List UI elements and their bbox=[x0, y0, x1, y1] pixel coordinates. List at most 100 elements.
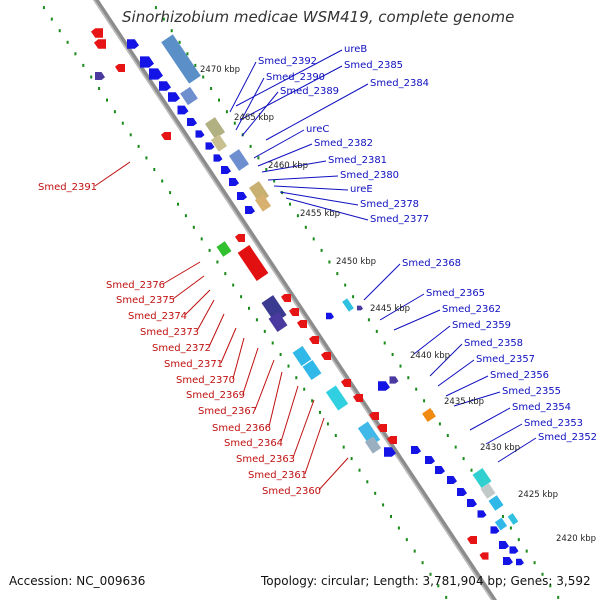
gene-block-cyan bbox=[292, 346, 312, 366]
leader-line-right bbox=[273, 185, 349, 191]
leader-line-right bbox=[253, 129, 305, 159]
inner-dotted-guide bbox=[42, 6, 448, 599]
label-leader-lines bbox=[94, 49, 537, 491]
gene-block-gray bbox=[480, 483, 496, 499]
kbp-tick-label: 2450 kbp bbox=[336, 257, 376, 267]
guide-dot bbox=[208, 248, 211, 252]
guide-dot bbox=[225, 110, 228, 114]
reverse-gene-arrow bbox=[161, 132, 171, 140]
guide-dot bbox=[397, 526, 400, 530]
forward-gene-arrow bbox=[384, 447, 396, 457]
gene-label-left: Smed_2374 bbox=[128, 311, 187, 322]
guide-dot bbox=[352, 295, 355, 299]
gene-block-blue bbox=[180, 86, 198, 106]
leader-line-right bbox=[239, 65, 343, 121]
guide-dot bbox=[137, 144, 140, 148]
gene-block-cyan bbox=[325, 385, 349, 411]
forward-gene-arrow bbox=[168, 92, 180, 102]
leader-line-left bbox=[292, 399, 315, 459]
guide-dot bbox=[541, 572, 544, 576]
guide-dot bbox=[263, 329, 266, 333]
forward-gene-arrow bbox=[326, 312, 334, 320]
guide-dot bbox=[366, 480, 369, 484]
guide-dot bbox=[194, 63, 197, 67]
gene-label-right: Smed_2390 bbox=[266, 72, 325, 83]
gene-label-left: Smed_2369 bbox=[186, 390, 245, 401]
leader-line-right bbox=[265, 83, 369, 141]
guide-dot bbox=[202, 75, 205, 79]
guide-dot bbox=[446, 434, 449, 437]
leader-line-left bbox=[304, 417, 325, 475]
guide-dot bbox=[517, 538, 520, 542]
backbone-line bbox=[92, 0, 498, 600]
leader-line-right bbox=[437, 359, 475, 387]
backbone-highlight bbox=[93, 0, 493, 600]
kbp-tick-label: 2460 kbp bbox=[268, 161, 308, 171]
guide-dot bbox=[82, 63, 85, 67]
leader-line-right bbox=[393, 309, 441, 331]
guide-dot bbox=[255, 318, 258, 322]
guide-dot bbox=[533, 561, 536, 565]
guide-dot bbox=[312, 237, 315, 241]
guide-dot bbox=[161, 179, 164, 183]
gene-block-olive bbox=[210, 134, 228, 152]
guide-dot bbox=[287, 364, 290, 368]
kbp-tick-label: 2430 kbp bbox=[480, 443, 520, 453]
forward-gene-arrow bbox=[159, 81, 171, 91]
gene-label-right: Smed_2352 bbox=[538, 432, 597, 443]
gene-block-green bbox=[216, 241, 232, 257]
reverse-gene-arrow bbox=[235, 234, 245, 242]
gene-block-cyan bbox=[494, 517, 508, 531]
reverse-gene-arrow bbox=[467, 536, 477, 544]
leader-line-right bbox=[445, 375, 489, 397]
guide-dot bbox=[358, 468, 361, 472]
gene-label-left: Smed_2391 bbox=[38, 182, 97, 193]
guide-dot bbox=[429, 572, 432, 576]
forward-gene-arrow bbox=[490, 526, 500, 534]
guide-dot bbox=[170, 29, 173, 33]
guide-dot bbox=[296, 214, 299, 218]
gene-label-left: Smed_2370 bbox=[176, 375, 235, 386]
guide-dot bbox=[169, 191, 172, 195]
gene-block-cyan bbox=[507, 513, 519, 525]
leader-line-left bbox=[162, 261, 201, 285]
kbp-tick-label: 2435 kbp bbox=[444, 397, 484, 407]
guide-dot bbox=[342, 445, 345, 449]
guide-dot bbox=[336, 272, 339, 276]
guide-dot bbox=[240, 295, 243, 299]
guide-dot bbox=[549, 584, 552, 588]
forward-gene-arrow bbox=[467, 499, 477, 507]
guide-dot bbox=[232, 283, 235, 287]
guide-dot bbox=[319, 410, 321, 414]
guide-dot bbox=[437, 584, 440, 588]
gene-label-left: Smed_2372 bbox=[152, 343, 211, 354]
forward-gene-arrow bbox=[378, 381, 390, 391]
gene-label-right: Smed_2377 bbox=[370, 214, 429, 225]
guide-dot bbox=[145, 156, 148, 160]
forward-gene-arrow bbox=[127, 39, 139, 49]
gene-label-right: Smed_2381 bbox=[328, 155, 387, 166]
forward-gene-arrow bbox=[357, 305, 363, 311]
gene-label-left: Smed_2363 bbox=[236, 454, 295, 465]
gene-label-right: Smed_2357 bbox=[476, 354, 535, 365]
gene-block-indigo bbox=[268, 312, 288, 332]
gene-label-right: Smed_2358 bbox=[464, 338, 523, 349]
guide-dot bbox=[279, 353, 282, 356]
gene-label-right: Smed_2384 bbox=[370, 78, 429, 89]
guide-dot bbox=[304, 225, 307, 229]
gene-label-left: Smed_2371 bbox=[164, 359, 223, 370]
guide-dot bbox=[210, 87, 213, 90]
guide-dot bbox=[98, 87, 101, 90]
guide-dot bbox=[334, 434, 337, 437]
guide-dot bbox=[265, 168, 268, 171]
leader-line-right bbox=[257, 143, 313, 167]
guide-dot bbox=[374, 491, 377, 495]
gene-block-orange bbox=[422, 408, 436, 422]
forward-gene-arrow bbox=[149, 68, 163, 80]
leader-line-right bbox=[379, 293, 425, 321]
leader-line-right bbox=[485, 423, 523, 445]
